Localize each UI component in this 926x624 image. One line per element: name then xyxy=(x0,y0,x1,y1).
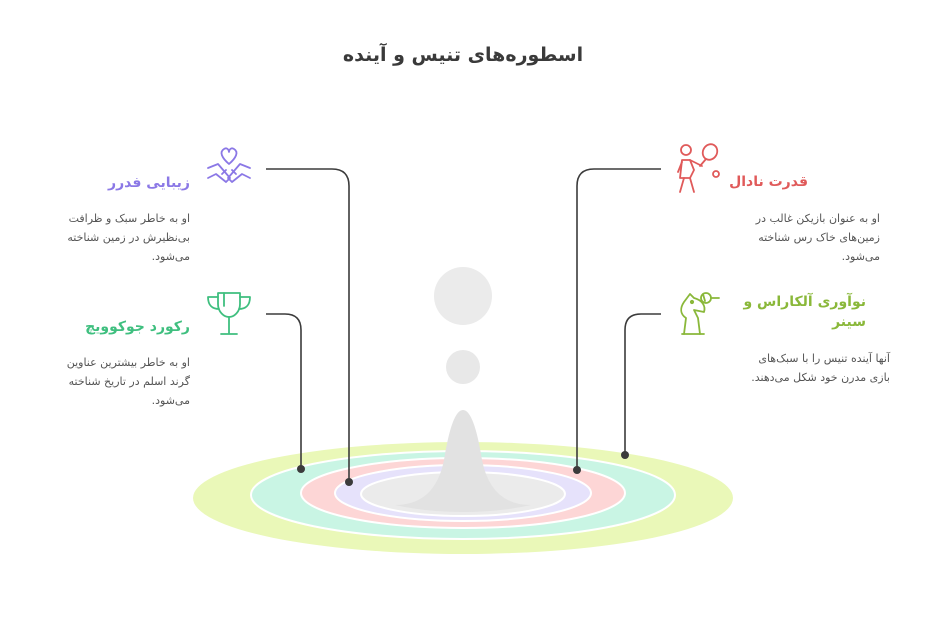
heart-handshake-icon xyxy=(207,147,251,183)
water-splash xyxy=(395,410,531,512)
page-title: اسطوره‌های تنیس و آینده xyxy=(342,44,584,66)
federer-title: زیبایی فدرر xyxy=(108,175,190,191)
alcaraz-sinner-title-line-1: نوآوری آلکاراس و xyxy=(743,294,866,310)
federer-description-line-3: می‌شود. xyxy=(151,250,190,263)
nadal-description-line-2: زمین‌های خاک رس شناخته xyxy=(758,231,880,244)
alcaraz-sinner-description: آنها آینده تنیس را با سبک‌های بازی مدرن … xyxy=(716,349,890,387)
connector-dot-federer xyxy=(345,478,353,486)
alcaraz-sinner-description-line-1: آنها آینده تنیس را با سبک‌های xyxy=(758,352,890,365)
connector-dot-alcaraz-sinner xyxy=(621,451,629,459)
droplet-large xyxy=(434,267,492,325)
federer-description: او به خاطر سبک و ظرافت بی‌نظیرش در زمین … xyxy=(30,209,190,266)
alcaraz-sinner-title-line-2: سینر xyxy=(832,314,866,330)
connector-federer xyxy=(266,168,350,482)
connector-dot-nadal xyxy=(573,466,581,474)
alcaraz-sinner-title: نوآوری آلکاراس و سینر xyxy=(720,292,866,332)
djokovic-description-line-1: او به خاطر بیشترین عناوین xyxy=(66,356,190,369)
nadal-description-line-3: می‌شود. xyxy=(841,250,880,263)
nadal-title: قدرت نادال xyxy=(729,174,808,190)
tennis-player-icon xyxy=(677,143,720,193)
djokovic-title: رکورد جوکوویچ xyxy=(85,319,190,335)
nadal-description: او به عنوان بازیکن غالب در زمین‌های خاک … xyxy=(720,209,880,266)
connector-alcaraz-sinner xyxy=(624,313,661,455)
droplet-small xyxy=(446,350,480,384)
djokovic-description-line-2: گرند اسلم در تاریخ شناخته xyxy=(68,375,190,388)
federer-description-line-2: بی‌نظیرش در زمین شناخته xyxy=(67,231,190,244)
djokovic-description: او به خاطر بیشترین عناوین گرند اسلم در ت… xyxy=(30,353,190,410)
connector-djokovic xyxy=(266,313,302,469)
chess-knight-icon xyxy=(680,292,720,335)
nadal-description-line-1: او به عنوان بازیکن غالب در xyxy=(755,212,880,225)
connector-nadal xyxy=(576,168,661,470)
alcaraz-sinner-description-line-2: بازی مدرن خود شکل می‌دهند. xyxy=(751,371,890,384)
federer-description-line-1: او به خاطر سبک و ظرافت xyxy=(68,212,190,225)
trophy-icon xyxy=(207,292,251,335)
djokovic-description-line-3: می‌شود. xyxy=(151,394,190,407)
connector-dot-djokovic xyxy=(297,465,305,473)
